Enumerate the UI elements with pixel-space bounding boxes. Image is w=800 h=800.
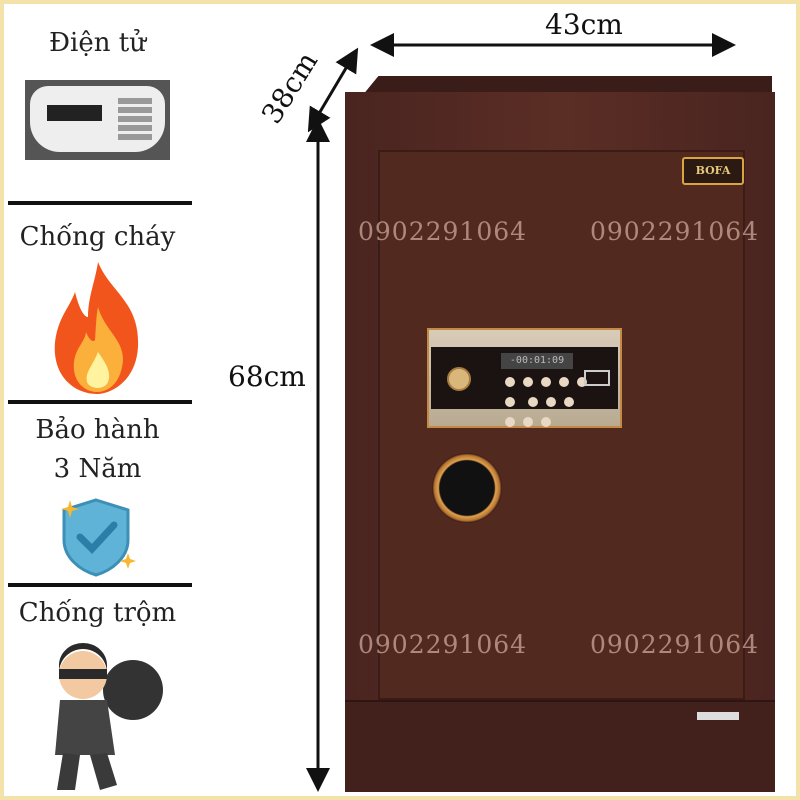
thief-icon bbox=[55, 643, 163, 790]
divider bbox=[8, 583, 192, 587]
feature-label-electronic: Điện tử bbox=[49, 28, 146, 58]
watermark: 0902291064 bbox=[358, 217, 528, 246]
feature-label-warranty: Bảo hành bbox=[35, 415, 160, 445]
feature-label-warranty-years: 3 Năm bbox=[53, 454, 142, 484]
handle-knob[interactable] bbox=[432, 453, 502, 523]
width-label: 43cm bbox=[545, 8, 623, 41]
fire-icon bbox=[54, 262, 139, 394]
electronic-keypad[interactable]: -00:01:09 bbox=[427, 328, 622, 428]
electronic-keypad-icon bbox=[25, 80, 170, 160]
divider bbox=[8, 201, 192, 205]
lcd-display: -00:01:09 bbox=[501, 353, 573, 369]
feature-label-fireproof: Chống cháy bbox=[19, 222, 176, 252]
keypad-buttons[interactable] bbox=[501, 374, 591, 434]
divider bbox=[8, 400, 192, 404]
feature-label-antitheft: Chống trộm bbox=[18, 598, 177, 628]
serial-sticker bbox=[697, 712, 739, 720]
fingerprint-sensor[interactable] bbox=[584, 370, 610, 386]
watermark: 0902291064 bbox=[590, 217, 760, 246]
watermark: 0902291064 bbox=[358, 630, 528, 659]
brand-logo: BOFA bbox=[682, 157, 744, 185]
height-label: 68cm bbox=[228, 360, 306, 393]
key-lock-icon[interactable] bbox=[447, 367, 471, 391]
shield-check-icon bbox=[61, 498, 136, 577]
watermark: 0902291064 bbox=[590, 630, 760, 659]
